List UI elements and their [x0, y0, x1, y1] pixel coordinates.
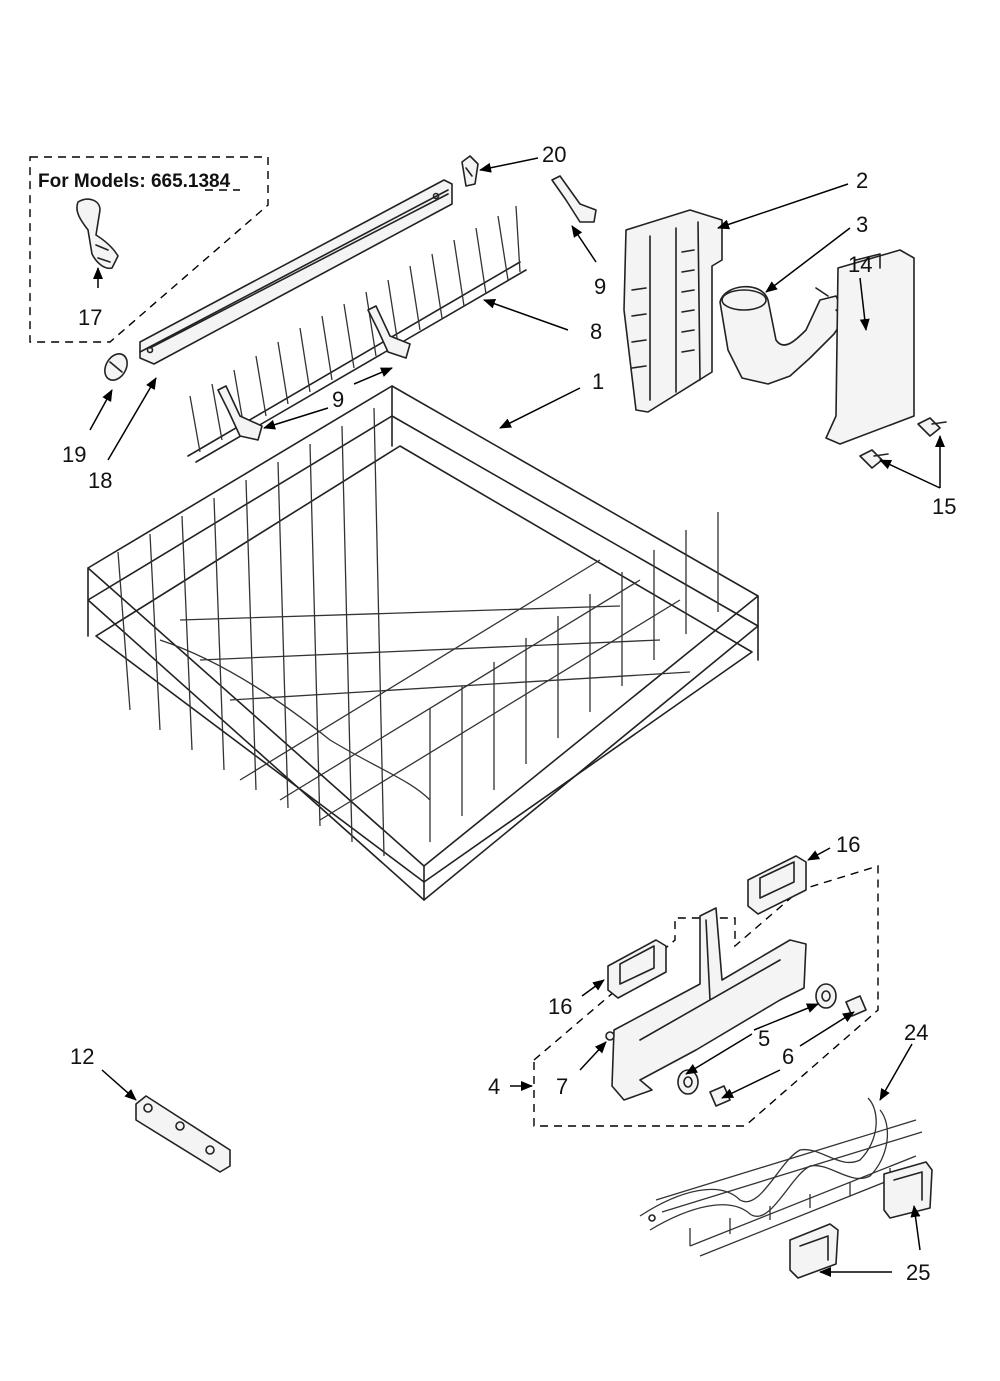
callout-7: 7 — [556, 1074, 568, 1099]
part-17-clip — [76, 198, 119, 270]
callout-18: 18 — [88, 468, 112, 493]
part-1-basket — [87, 385, 759, 901]
callout-15: 15 — [932, 494, 956, 519]
callout-6: 6 — [782, 1044, 794, 1069]
callout-4: 4 — [488, 1074, 500, 1099]
part-16-clip-lower — [607, 939, 667, 999]
callout-8: 8 — [590, 319, 602, 344]
part-18-rail — [139, 179, 453, 365]
callout-24: 24 — [904, 1020, 928, 1045]
callout-1: 1 — [592, 369, 604, 394]
part-4-bracket — [611, 907, 807, 1101]
part-9-clip-lower-right — [367, 305, 411, 359]
callout-5: 5 — [758, 1026, 770, 1051]
part-15-screw-b — [859, 449, 889, 469]
callout-9-top: 9 — [594, 274, 606, 299]
part-15-screw-a — [917, 417, 947, 437]
part-6-axle-upper — [845, 995, 867, 1017]
callout-16-lower: 16 — [548, 994, 572, 1019]
callout-17: 17 — [78, 305, 102, 330]
part-9-clip-lower-left — [217, 385, 263, 441]
callout-20: 20 — [542, 142, 566, 167]
callout-9-lower: 9 — [332, 387, 344, 412]
part-3-handle — [719, 285, 847, 385]
part-2-housing — [623, 209, 723, 413]
callout-19: 19 — [62, 442, 86, 467]
part-20-clip — [461, 155, 479, 187]
part-24-wire-rack — [639, 1097, 923, 1257]
callout-12: 12 — [70, 1044, 94, 1069]
callout-16-upper: 16 — [836, 832, 860, 857]
part-7-screw — [605, 1031, 615, 1041]
part-16-clip-upper — [747, 855, 807, 915]
callout-25: 25 — [906, 1260, 930, 1285]
leader-lines — [89, 157, 945, 1277]
part-5-wheel-upper — [815, 983, 837, 1009]
part-9-clip-top — [551, 175, 597, 223]
part-14-cover — [825, 249, 915, 445]
callout-14: 14 — [848, 252, 872, 277]
part-19-cap — [104, 353, 128, 381]
callout-labels: 20 2 3 14 9 8 1 9 17 19 18 15 16 16 5 6 … — [62, 142, 956, 1285]
callout-2: 2 — [856, 168, 868, 193]
part-25-clip-left — [789, 1223, 839, 1279]
model-note: For Models: 665.1384 — [38, 171, 231, 192]
callout-3: 3 — [856, 212, 868, 237]
part-12-bracket — [135, 1095, 231, 1173]
part-25-clip-right — [883, 1161, 933, 1219]
model-inset-box: For Models: 665.1384 — [29, 156, 269, 343]
